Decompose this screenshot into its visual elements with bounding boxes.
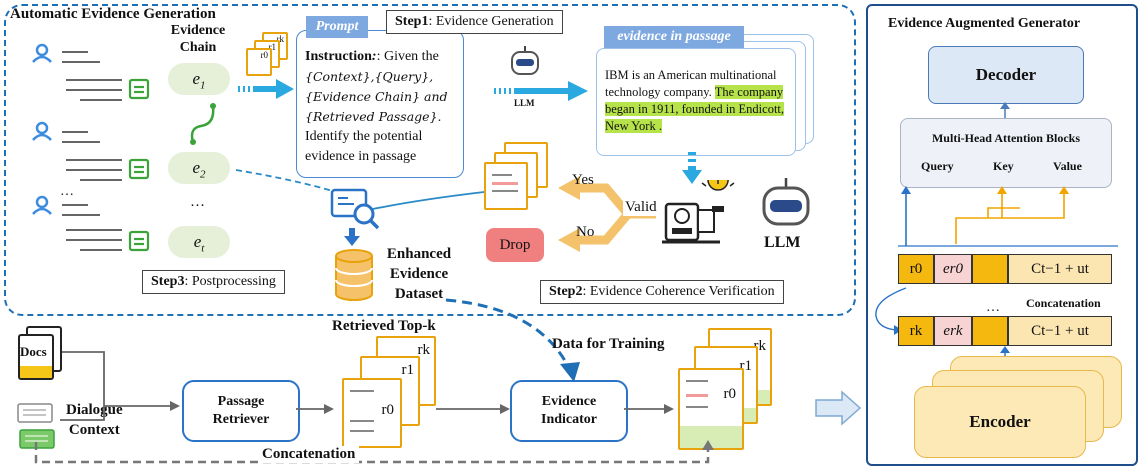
llm-large-label: LLM — [764, 234, 801, 251]
encoder-box: Encoder — [914, 386, 1086, 458]
row2-context-cell: Ct−1 + ut — [1008, 316, 1112, 346]
chain-node-e1: e1 — [168, 63, 230, 95]
postprocessing-icon — [330, 188, 380, 230]
retrieved-topk-label: Retrieved Top-k — [332, 318, 436, 334]
left-panel-title: Automatic Evidence Generation — [10, 6, 216, 22]
right-panel-title: Evidence Augmented Generator — [888, 16, 1081, 31]
row1-er0-cell: er0 — [934, 254, 972, 284]
arrow-to-passage — [494, 81, 588, 101]
value-label: Value — [1053, 159, 1082, 173]
arrow-to-prompt — [238, 79, 294, 99]
dialog-ellipsis: … — [60, 184, 74, 199]
automatic-evidence-generation-panel — [4, 4, 856, 316]
step2-label: Step2: Evidence Coherence Verification — [540, 280, 784, 304]
evidence-passage: IBM is an American multinational technol… — [596, 48, 796, 156]
valid-doc-front — [484, 162, 528, 210]
arrow-indicator-to-output — [624, 404, 674, 414]
concatenation-dashed-line — [34, 440, 714, 464]
row-ellipsis: … — [986, 300, 1000, 315]
llm-small-label: LLM — [514, 98, 535, 108]
input-merge-lines — [60, 351, 180, 421]
arrow-to-generator — [815, 390, 862, 426]
chain-node-et: et — [168, 226, 230, 258]
dialogue-history-icons — [32, 43, 150, 252]
decoder-box: Decoder — [928, 46, 1084, 104]
right-concatenation-label: Concatenation — [1026, 296, 1101, 310]
prompt-tag: Prompt — [306, 16, 368, 38]
prompt-box: Instruction:: Given the {Context},{Query… — [296, 30, 464, 178]
bottom-concatenation-label: Concatenation — [258, 446, 360, 463]
row2-evidence-cell — [972, 316, 1008, 346]
data-for-training-label: Data for Training — [552, 336, 665, 352]
yes-label: Yes — [572, 172, 594, 188]
row1-r0-cell: r0 — [898, 254, 934, 284]
passage-tag: evidence in passage — [604, 26, 744, 48]
output-doc-r0: r0 — [678, 368, 744, 450]
row1-evidence-cell — [972, 254, 1008, 284]
robot-icon-large — [762, 178, 810, 226]
chain-link-icon — [190, 103, 216, 145]
arrow-down-to-verifier — [682, 152, 702, 184]
step1-label: Step1: Evidence Generation — [386, 10, 563, 34]
arrow-to-dataset — [344, 228, 360, 246]
arrow-docs-to-indicator — [436, 404, 510, 414]
dialogue-icon — [17, 403, 55, 449]
row2-rk-cell: rk — [898, 316, 934, 346]
doc-r0: r0 — [246, 48, 272, 76]
qkv-connectors — [898, 186, 1118, 247]
row2-erk-cell: erk — [934, 316, 972, 346]
database-icon — [335, 249, 373, 301]
verifier-machine-icon — [662, 180, 735, 244]
step3-label: Step3: Postprocessing — [142, 270, 285, 294]
arrow-mha-to-decoder — [1000, 102, 1010, 120]
robot-icon-small — [511, 46, 539, 75]
key-label: Key — [993, 159, 1014, 173]
data-for-training-arrow — [445, 298, 580, 382]
no-label: No — [576, 224, 595, 240]
chain-ellipsis: … — [190, 194, 205, 210]
evidence-chain-label: Evidence Chain — [170, 23, 226, 55]
docs-icon — [18, 334, 54, 380]
arrow-retriever-to-docs — [296, 404, 334, 414]
mha-box: Multi-Head Attention Blocks Query Key Va… — [900, 118, 1112, 188]
chain-node-e2: e2 — [168, 152, 230, 184]
row1-context-cell: Ct−1 + ut — [1008, 254, 1112, 284]
valid-label: Valid — [623, 199, 659, 216]
retrieved-doc-r0: r0 — [342, 378, 402, 448]
docs-label: Docs — [20, 344, 47, 359]
drop-box: Drop — [486, 228, 544, 262]
query-label: Query — [921, 159, 954, 173]
evidence-augmented-generator-panel — [866, 4, 1138, 466]
